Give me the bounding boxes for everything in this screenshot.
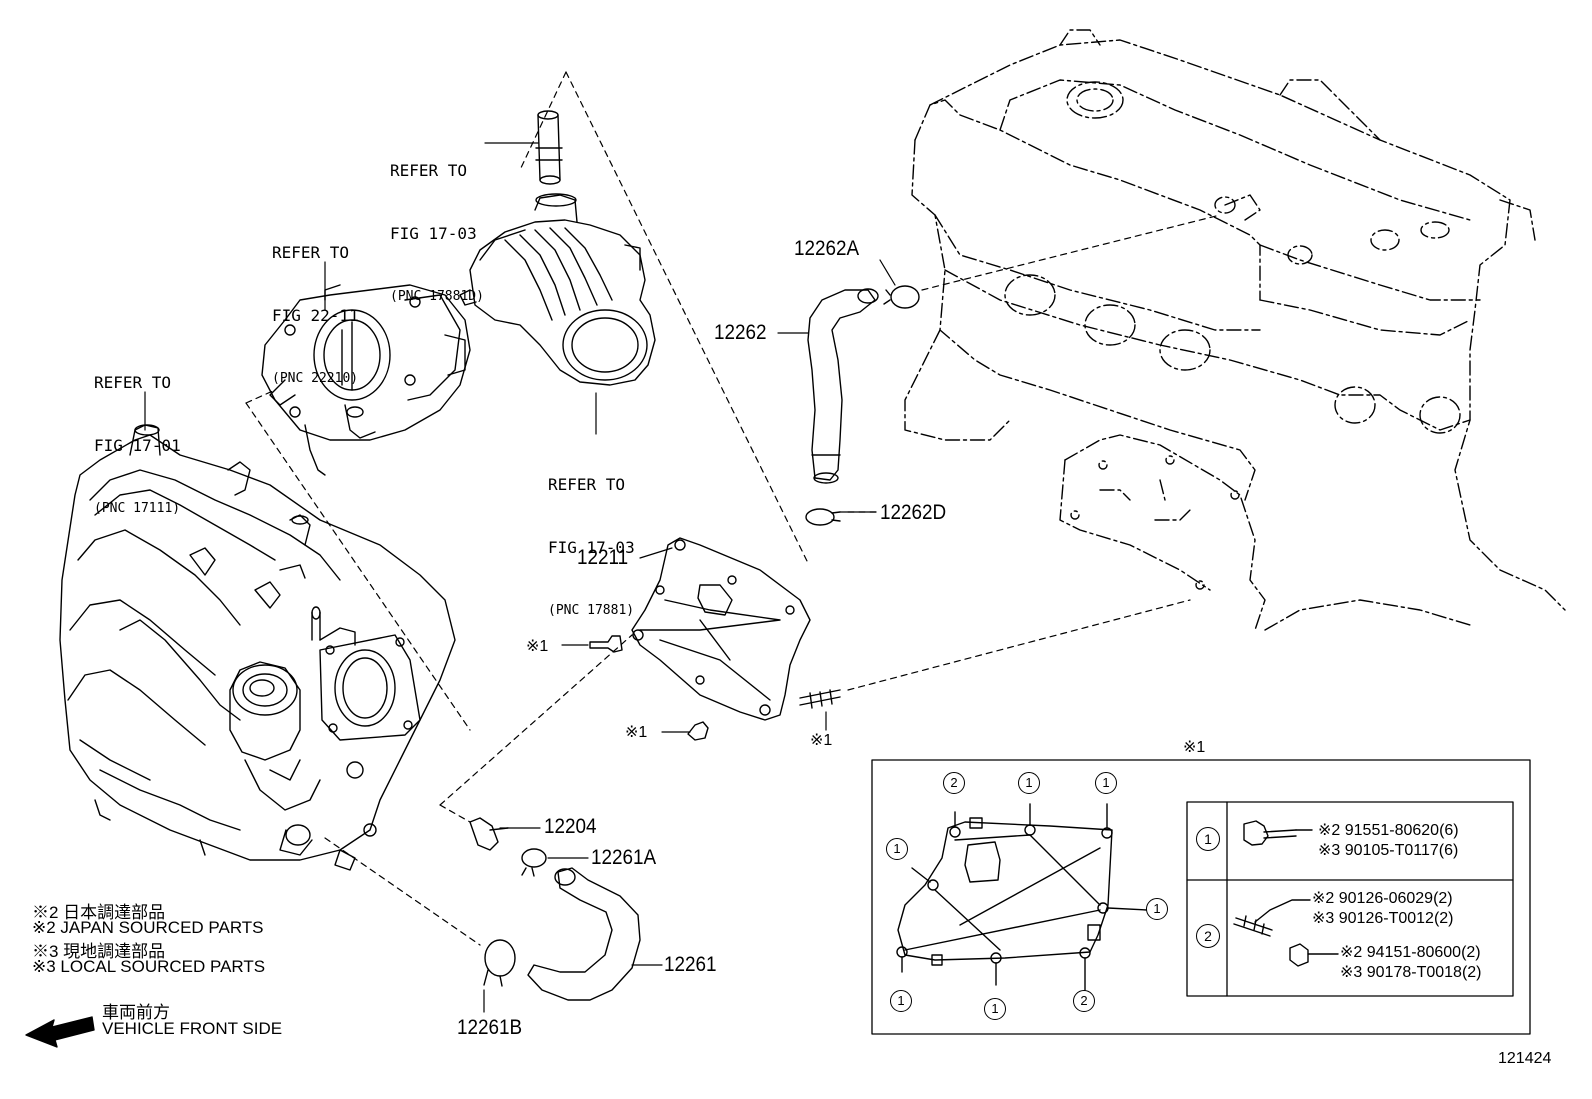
part-12262[interactable]: 12262 <box>714 321 767 344</box>
engine-block <box>904 29 1566 631</box>
ref-intake-manifold: REFER TO FIG 17-01 (PNC 17111) <box>94 330 181 540</box>
intake-manifold <box>59 424 456 871</box>
legend-local-en: ※3 LOCAL SOURCED PARTS <box>32 957 266 976</box>
ref-line2: FIG 17-03 <box>548 538 635 557</box>
ref-line2: FIG 22-11 <box>272 306 359 325</box>
legend-japan-en: ※2 JAPAN SOURCED PARTS <box>32 918 264 937</box>
part-12261[interactable]: 12261 <box>664 953 717 976</box>
direction-jp: 車両前方 <box>102 1003 170 1022</box>
part-12262d[interactable]: 12262D <box>880 501 947 524</box>
callout-1: 1 <box>886 838 908 860</box>
table-row2-b-line1: ※2 94151-80600(2) <box>1340 944 1481 961</box>
callout-1: 1 <box>890 990 912 1012</box>
part-12262a[interactable]: 12262A <box>794 237 860 260</box>
clip-12262d <box>805 508 841 526</box>
ref-pnc: (PNC 17881D) <box>390 289 484 304</box>
ref-line1: REFER TO <box>272 243 350 262</box>
table-row2-a-line1: ※2 90126-06029(2) <box>1312 890 1453 907</box>
table-row1-line1: ※2 91551-80620(6) <box>1318 822 1459 839</box>
ref-line1: REFER TO <box>548 475 626 494</box>
ref-pipe-17881d: REFER TO FIG 17-03 (PNC 17881D) <box>390 118 484 328</box>
hose-12261 <box>527 867 641 1001</box>
legend-local-jp: ※3 現地調達部品 <box>32 942 166 961</box>
ref-line1: REFER TO <box>94 373 172 392</box>
callout-1: 1 <box>984 998 1006 1020</box>
table-row1-line2: ※3 90105-T0117(6) <box>1318 842 1459 859</box>
ref-line2: FIG 17-03 <box>390 224 477 243</box>
part-12211[interactable]: 12211 <box>577 546 629 569</box>
ref-line1: REFER TO <box>390 161 468 180</box>
fasteners <box>589 635 841 741</box>
table-index-2: 2 <box>1196 924 1220 948</box>
figure-id: 121424 <box>1498 1050 1552 1067</box>
ref-pnc: (PNC 17881) <box>548 603 635 618</box>
ref-pnc: (PNC 22210) <box>272 371 359 386</box>
marker-detail: ※1 <box>1183 739 1206 756</box>
cover-12211 <box>631 537 811 721</box>
clip-12262a <box>883 285 920 309</box>
guide-lines <box>245 71 1221 946</box>
ref-throttle-body: REFER TO FIG 22-11 (PNC 22210) <box>272 200 359 410</box>
table-row2-a-line2: ※3 90126-T0012(2) <box>1312 910 1454 927</box>
front-arrow <box>25 1016 95 1048</box>
ref-line2: FIG 17-01 <box>94 436 181 455</box>
detail-box <box>871 759 1531 1035</box>
legend-japan-jp: ※2 日本調達部品 <box>32 903 166 922</box>
ref-air-hose: REFER TO FIG 17-03 (PNC 17881) <box>548 432 635 642</box>
marker-nut: ※1 <box>625 724 648 741</box>
leader-lines <box>144 142 896 1013</box>
callout-2: 2 <box>943 772 965 794</box>
hose-12262 <box>807 288 879 484</box>
direction-en: VEHICLE FRONT SIDE <box>102 1019 283 1038</box>
table-row2-b-line2: ※3 90178-T0018(2) <box>1340 964 1482 981</box>
marker-stud: ※1 <box>810 732 833 749</box>
table-index-1: 1 <box>1196 827 1220 851</box>
callout-2: 2 <box>1073 990 1095 1012</box>
sensor-12204 <box>469 817 509 851</box>
clip-12261b <box>483 939 516 987</box>
air-inlet-duct <box>459 193 656 386</box>
clip-12261a <box>521 848 547 877</box>
throttle-body <box>261 284 471 476</box>
marker-bolt: ※1 <box>526 638 549 655</box>
callout-1: 1 <box>1095 772 1117 794</box>
part-12261a[interactable]: 12261A <box>591 846 657 869</box>
pipe-17881d <box>535 110 563 185</box>
part-12261b[interactable]: 12261B <box>457 1016 523 1039</box>
callout-1: 1 <box>1018 772 1040 794</box>
part-12204[interactable]: 12204 <box>544 815 597 838</box>
ref-pnc: (PNC 17111) <box>94 501 181 516</box>
callout-1: 1 <box>1146 898 1168 920</box>
